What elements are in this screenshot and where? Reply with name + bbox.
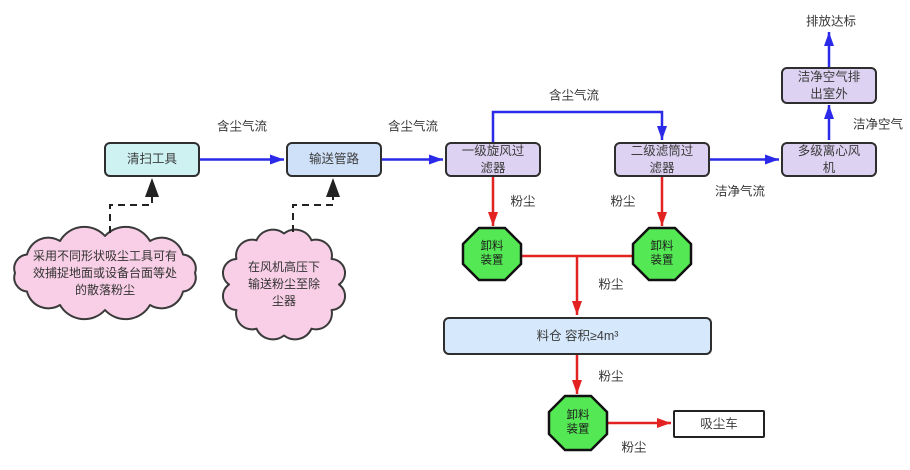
note-cloud-shape — [13, 225, 197, 321]
label-dust: 粉尘 — [621, 440, 647, 455]
node-cartridge-filter: 二级滤筒过 滤器 — [614, 142, 710, 177]
unloader-octagon — [631, 226, 693, 282]
node-vacuum-truck: 吸尘车 — [673, 410, 765, 438]
unloader-label: 卸料 装置 — [566, 409, 590, 436]
node-air-outlet: 洁净空气排 出室外 — [781, 67, 877, 104]
label-emission-ok: 排放达标 — [805, 14, 857, 29]
note-arrowhead — [326, 178, 340, 197]
label-clean-air: 洁净空气 — [852, 117, 904, 132]
node-cleaning-tool: 清扫工具 — [104, 142, 200, 177]
label-dust: 粉尘 — [510, 194, 536, 209]
node-silo: 料仓 容积≥4m³ — [443, 317, 712, 355]
note-connector-dashed — [292, 196, 334, 232]
node-centrifugal-fan: 多级离心风 机 — [781, 142, 877, 177]
label-dust: 粉尘 — [610, 194, 636, 209]
unloader-octagon — [547, 394, 609, 452]
node-cyclone-filter: 一级旋风过 滤器 — [445, 142, 541, 177]
label-dust: 粉尘 — [598, 369, 624, 384]
label-dust: 粉尘 — [598, 277, 624, 292]
unloader-label: 卸料 装置 — [480, 240, 504, 267]
note-arrowhead — [145, 178, 159, 197]
unloader-octagon — [461, 226, 523, 282]
note-connector-dashed — [109, 196, 153, 233]
label-clean-flow: 洁净气流 — [714, 184, 766, 199]
note-cleaning-method: 采用不同形状吸尘工具可有 效捕捉地面或设备台面等处 的散落粉尘 — [32, 248, 177, 297]
note-cloud-shape — [222, 228, 346, 341]
label-dusty-air: 含尘气流 — [216, 119, 268, 134]
note-conveying-method: 在风机高压下 输送粉尘至除 尘器 — [247, 259, 320, 308]
label-dusty-air: 含尘气流 — [548, 88, 600, 103]
flow-arrow-cyclone-to-cartridge — [491, 110, 667, 142]
label-dusty-air: 含尘气流 — [387, 119, 439, 134]
unloader-label: 卸料 装置 — [650, 240, 674, 267]
node-pipeline: 输送管路 — [286, 142, 382, 177]
